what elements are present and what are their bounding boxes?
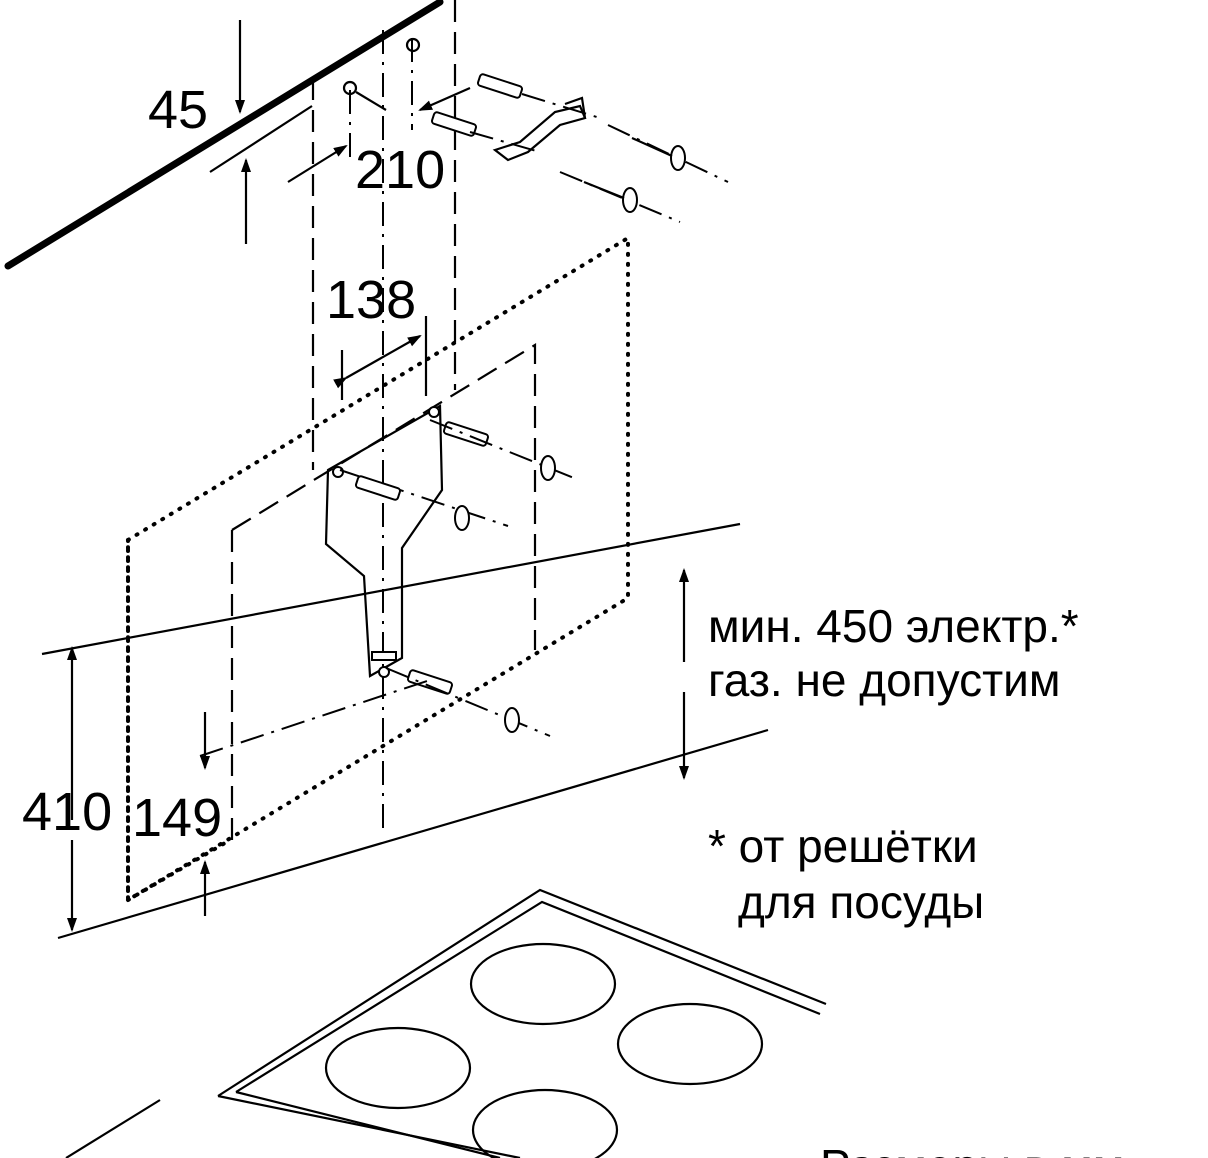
footnote-from-grate: * от решётки (708, 820, 978, 872)
dim-45: 45 (148, 80, 208, 140)
burner-front-right (471, 1088, 619, 1158)
footnote-for-dishes: для посуды (738, 876, 984, 928)
cooktop (65, 888, 827, 1158)
top-hole-right (405, 37, 421, 53)
mid-anchor-1 (339, 421, 509, 531)
note-gas-not-allowed: газ. не допустим (708, 654, 1060, 706)
dim-410: 410 (22, 782, 112, 842)
units-label: Размеры в мм (820, 1140, 1124, 1158)
top-bracket (492, 96, 587, 162)
lower-anchor (385, 667, 551, 737)
top-anchor-1 (477, 73, 601, 119)
top-anchor-2 (431, 111, 541, 153)
back-panel-dashed (230, 343, 537, 840)
top-screw-1 (607, 124, 729, 183)
top-hole-left (342, 80, 358, 96)
burner-back-right (616, 1002, 764, 1086)
mounting-plate (324, 404, 444, 678)
dim-149: 149 (132, 788, 222, 848)
ceiling-line (4, 0, 444, 270)
burner-back-left (469, 942, 617, 1026)
note-min-450: мин. 450 электр.* (708, 600, 1079, 652)
top-screw-2 (559, 171, 681, 223)
dim-210: 210 (355, 140, 445, 200)
lower-fixing-line (199, 679, 431, 757)
burner-front-left (324, 1026, 472, 1110)
dim-138: 138 (326, 270, 416, 330)
mid-anchor-2 (355, 419, 575, 501)
